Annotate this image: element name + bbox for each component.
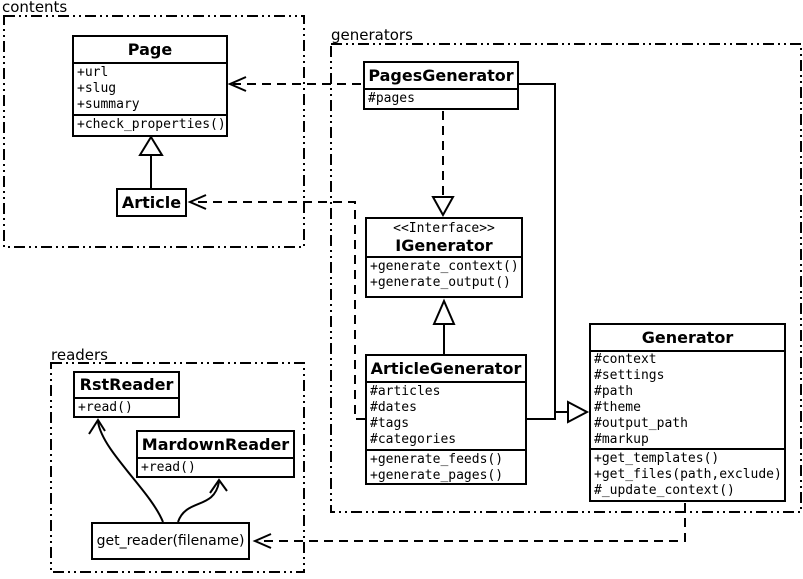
- class-methods-articlegenerator: +generate_feeds() +generate_pages(): [367, 451, 525, 485]
- class-methods-generator: +get_templates() +get_files(path,exclude…: [591, 450, 784, 501]
- method: +check_properties(): [77, 117, 226, 132]
- class-generator: Generator #context #settings #path #them…: [589, 323, 786, 502]
- edge-getreader-rstreader: [97, 421, 164, 523]
- method: #_update_context(): [594, 483, 735, 498]
- class-title-page: Page: [74, 37, 226, 64]
- package-label-readers: readers: [51, 346, 108, 364]
- package-border-contents: [3, 15, 305, 248]
- attribute: #pages: [368, 91, 415, 106]
- method: +generate_context(): [370, 259, 519, 274]
- method: +generate_pages(): [370, 468, 504, 483]
- package-border-generators: [330, 43, 802, 513]
- method: +generate_output(): [370, 275, 511, 290]
- attribute: #output_path: [594, 416, 688, 431]
- edge-pagesgenerator-generator: [519, 83, 568, 413]
- arrowhead-rstreader: [88, 418, 106, 435]
- attribute: #settings: [594, 368, 665, 383]
- method: +generate_feeds(): [370, 452, 504, 467]
- class-pagesgenerator: PagesGenerator #pages: [363, 61, 519, 110]
- attribute: +url: [77, 65, 109, 80]
- method: +read(): [78, 400, 133, 415]
- class-methods-igenerator: +generate_context() +generate_output(): [367, 258, 521, 295]
- package-border-readers: [50, 362, 305, 573]
- method: +get_files(path,exclude): [594, 467, 782, 482]
- class-rstreader: RstReader +read(): [73, 371, 180, 418]
- attribute: +summary: [77, 97, 140, 112]
- attribute: #theme: [594, 400, 641, 415]
- generalization-arrowhead-page: [138, 135, 164, 156]
- package-label-generators: generators: [331, 26, 413, 44]
- class-title-article: Article: [121, 193, 182, 212]
- edge-generator-getreader: [258, 503, 686, 542]
- class-header-igenerator: <<Interface>> IGenerator: [367, 219, 521, 258]
- class-igenerator: <<Interface>> IGenerator +generate_conte…: [365, 217, 523, 298]
- class-methods-rstreader: +read(): [75, 399, 178, 417]
- arrowhead-mardownreader: [209, 478, 228, 494]
- attribute: #dates: [370, 400, 417, 415]
- attribute: #context: [594, 352, 657, 367]
- dependency-arrowhead-article: [187, 194, 207, 210]
- class-title-articlegenerator: ArticleGenerator: [367, 356, 525, 383]
- class-attributes-pagesgenerator: #pages: [365, 90, 517, 109]
- attribute: #path: [594, 384, 634, 399]
- class-mardownreader: MardownReader +read(): [136, 430, 295, 478]
- class-methods-page: +check_properties(): [74, 116, 226, 137]
- attribute: +slug: [77, 81, 117, 96]
- generalization-arrowhead-generator: [567, 400, 590, 424]
- class-methods-mardownreader: +read(): [138, 459, 293, 477]
- method: +read(): [141, 460, 196, 475]
- class-stereotype-igenerator: <<Interface>>: [393, 221, 495, 236]
- edge-articlegenerator-generator: [527, 412, 556, 420]
- method: +get_templates(): [594, 451, 720, 466]
- dependency-arrowhead-getreader: [252, 533, 272, 549]
- class-title-rstreader: RstReader: [75, 373, 178, 399]
- class-attributes-page: +url +slug +summary: [74, 64, 226, 116]
- class-title-pagesgenerator: PagesGenerator: [365, 63, 517, 90]
- edge-articlegenerator-article: [193, 201, 365, 420]
- class-attributes-generator: #context #settings #path #theme #output_…: [591, 352, 784, 450]
- attribute: #articles: [370, 384, 441, 399]
- edge-getreader-mardownreader: [177, 481, 220, 523]
- class-title-igenerator: IGenerator: [395, 236, 493, 255]
- package-label-contents: contents: [2, 0, 68, 16]
- class-title-mardownreader: MardownReader: [138, 432, 293, 459]
- dependency-arrowhead-page: [227, 76, 247, 92]
- class-attributes-articlegenerator: #articles #dates #tags #categories: [367, 383, 525, 451]
- attribute: #markup: [594, 432, 649, 447]
- attribute: #categories: [370, 432, 457, 447]
- function-box-get-reader: get_reader(filename): [91, 522, 250, 560]
- class-title-generator: Generator: [591, 325, 784, 352]
- realization-arrowhead-igenerator: [431, 196, 455, 218]
- class-articlegenerator: ArticleGenerator #articles #dates #tags …: [365, 354, 527, 485]
- class-article: Article: [116, 188, 187, 217]
- class-page: Page +url +slug +summary +check_properti…: [72, 35, 228, 137]
- generalization-arrowhead-igenerator: [432, 298, 456, 325]
- attribute: #tags: [370, 416, 410, 431]
